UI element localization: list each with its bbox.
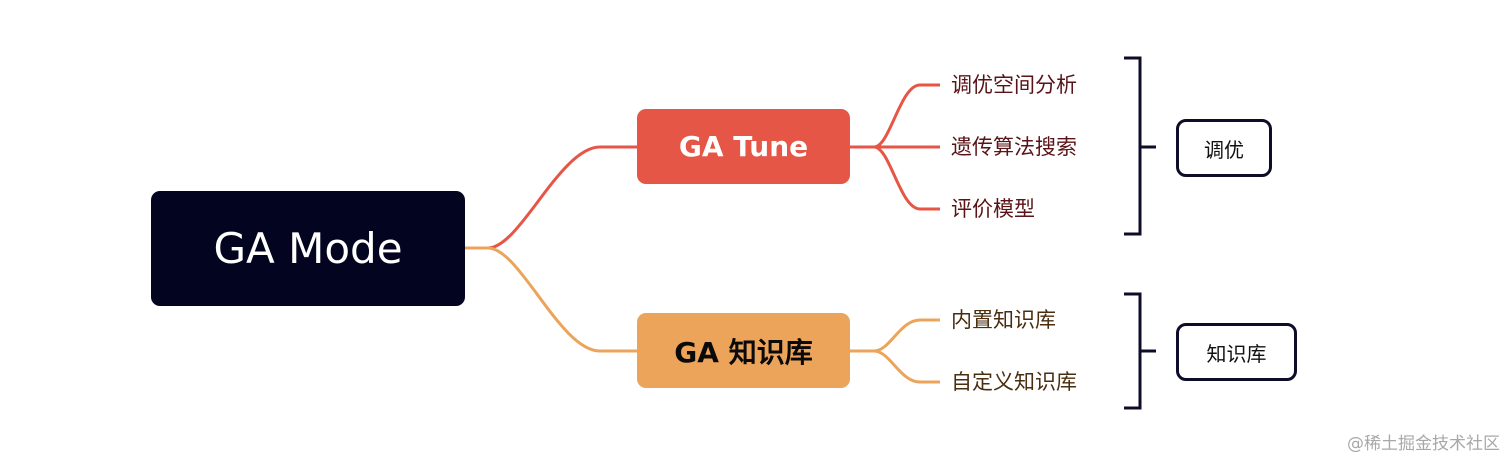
leaf-node[interactable]: 评价模型 [951,197,1035,221]
leaf-node[interactable]: 内置知识库 [951,308,1056,332]
leaf-node[interactable]: 遗传算法搜索 [951,135,1077,159]
group-label-knowledge-base[interactable]: 知识库 [1176,323,1297,381]
bracket-tune [1124,56,1156,236]
link-tune-leaf-3 [873,145,940,211]
root-label: GA Mode [213,224,403,273]
link-tune-leaf-1 [850,83,940,149]
leaf-node[interactable]: 调优空间分析 [951,73,1077,97]
link-kb-leaf-2 [873,349,940,384]
group-label-text: 调优 [1204,137,1244,162]
branch-label: GA 知识库 [674,335,813,369]
root-node[interactable]: GA Mode [151,191,465,306]
link-kb-leaf-1 [850,318,940,353]
bracket-kb [1124,292,1156,410]
branch-label: GA Tune [678,130,809,163]
group-label-text: 知识库 [1206,341,1267,366]
link-root-tune [465,145,637,250]
branch-node-ga-tune[interactable]: GA Tune [637,109,850,184]
watermark: @稀土掘金技术社区 [1347,434,1500,454]
branch-node-ga-knowledge-base[interactable]: GA 知识库 [637,313,850,388]
link-root-kb [465,246,637,353]
leaf-node[interactable]: 自定义知识库 [951,370,1077,394]
group-label-tuning[interactable]: 调优 [1176,119,1272,177]
